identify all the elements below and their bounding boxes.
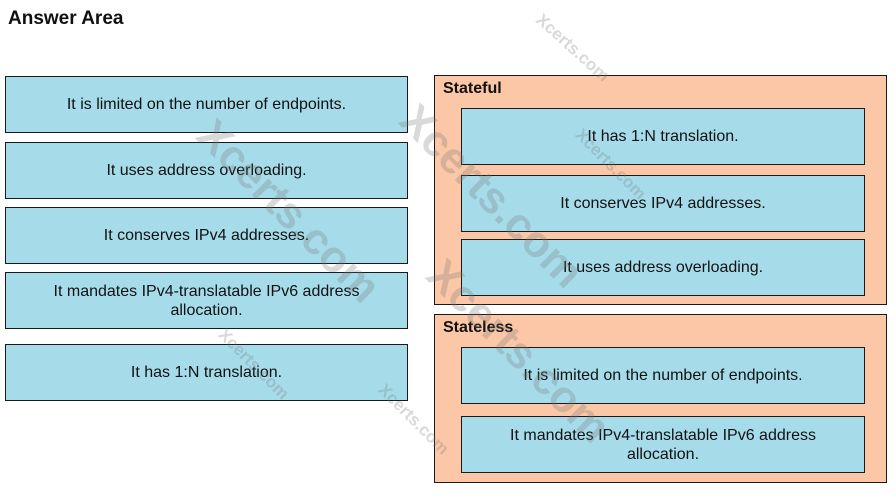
option-one-to-n[interactable]: It has 1:N translation. bbox=[5, 344, 408, 401]
option-limited-endpoints[interactable]: It is limited on the number of endpoints… bbox=[5, 76, 408, 133]
stateful-label: Stateful bbox=[443, 80, 502, 97]
stateless-slot-2[interactable]: It mandates IPv4-translatable IPv6 addre… bbox=[461, 416, 865, 473]
answer-area-title: Answer Area bbox=[8, 8, 124, 29]
stateful-slot-2[interactable]: It conserves IPv4 addresses. bbox=[461, 175, 865, 232]
stateful-slot-1[interactable]: It has 1:N translation. bbox=[461, 108, 865, 165]
stateless-slot-1[interactable]: It is limited on the number of endpoints… bbox=[461, 347, 865, 404]
stateful-drop-zone[interactable]: Stateful It has 1:N translation. It cons… bbox=[434, 75, 887, 305]
stateless-drop-zone[interactable]: Stateless It is limited on the number of… bbox=[434, 314, 887, 483]
option-ipv4-translatable[interactable]: It mandates IPv4-translatable IPv6 addre… bbox=[5, 272, 408, 329]
stateless-label: Stateless bbox=[443, 319, 514, 336]
stateful-slot-3[interactable]: It uses address overloading. bbox=[461, 239, 865, 296]
option-address-overloading[interactable]: It uses address overloading. bbox=[5, 142, 408, 199]
option-conserves-ipv4[interactable]: It conserves IPv4 addresses. bbox=[5, 207, 408, 264]
